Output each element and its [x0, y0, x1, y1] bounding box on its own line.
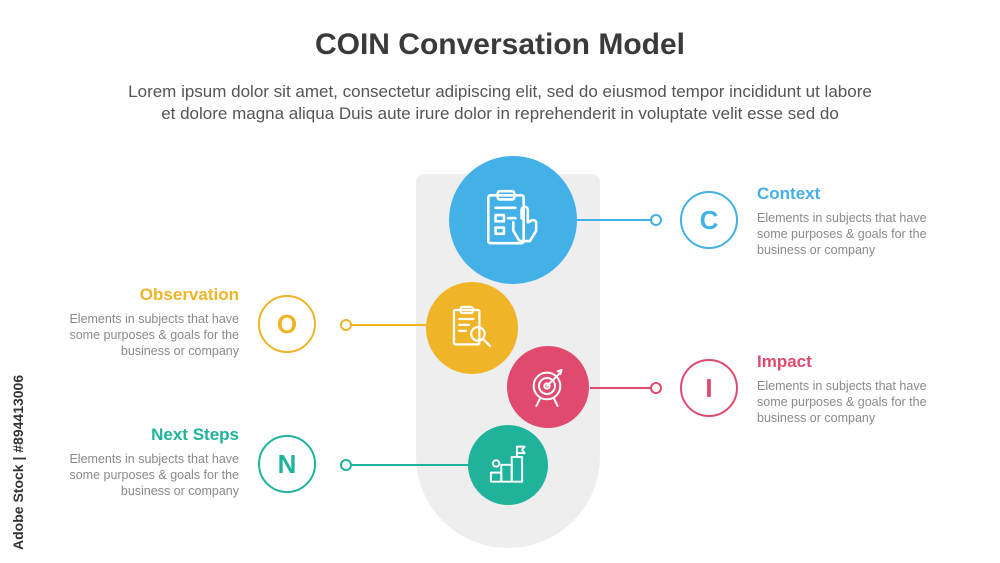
next-steps-description: Elements in subjects that have some purp…	[39, 451, 239, 499]
observation-connector	[346, 324, 430, 326]
impact-desc-line-1: Elements in subjects that have	[757, 379, 927, 393]
context-dot	[650, 214, 662, 226]
impact-desc-line-2: some purposes & goals for the	[757, 395, 927, 409]
observation-icon-circle	[426, 282, 518, 374]
context-desc-line-1: Elements in subjects that have	[757, 211, 927, 225]
impact-heading: Impact	[757, 352, 812, 371]
context-icon-circle	[449, 156, 577, 284]
impact-dot	[650, 382, 662, 394]
context-desc-line-3: business or company	[757, 243, 876, 257]
stock-id-text: Adobe Stock | #894413006	[10, 374, 26, 550]
subtitle-line-1: Lorem ipsum dolor sit amet, consectetur …	[128, 82, 872, 101]
observation-heading: Observation	[139, 285, 239, 304]
steps-flag-icon	[490, 445, 526, 483]
impact-icon-circle	[507, 346, 589, 428]
impact-connector	[590, 387, 656, 389]
next-steps-dot	[340, 459, 352, 471]
observation-desc-line-2: some purposes & goals for the	[69, 328, 239, 342]
subtitle-line-2: et dolore magna aliqua Duis aute irure d…	[161, 104, 839, 123]
context-desc-line-2: some purposes & goals for the	[757, 227, 927, 241]
next-steps-desc-line-1: Elements in subjects that have	[69, 452, 239, 466]
context-description: Elements in subjects that have some purp…	[757, 210, 957, 258]
next-steps-desc-line-3: business or company	[120, 484, 239, 498]
next-steps-connector	[346, 464, 472, 466]
letter-c: C	[680, 191, 738, 249]
observation-desc-line-1: Elements in subjects that have	[69, 312, 239, 326]
next-steps-heading: Next Steps	[151, 425, 239, 444]
clipboard-magnifier-icon	[452, 305, 492, 348]
observation-desc-line-3: business or company	[120, 344, 239, 358]
impact-description: Elements in subjects that have some purp…	[757, 378, 957, 426]
target-arrow-icon	[532, 368, 563, 407]
next-steps-icon-circle	[468, 425, 548, 505]
observation-description: Elements in subjects that have some purp…	[39, 311, 239, 359]
letter-o: O	[258, 295, 316, 353]
letter-i: I	[680, 359, 738, 417]
next-steps-desc-line-2: some purposes & goals for the	[69, 468, 239, 482]
clipboard-hand-icon	[486, 189, 538, 245]
context-heading: Context	[757, 184, 821, 203]
page-title: COIN Conversation Model	[314, 28, 686, 61]
context-connector	[572, 219, 656, 221]
impact-desc-line-3: business or company	[757, 411, 876, 425]
observation-dot	[340, 319, 352, 331]
letter-n: N	[258, 435, 316, 493]
